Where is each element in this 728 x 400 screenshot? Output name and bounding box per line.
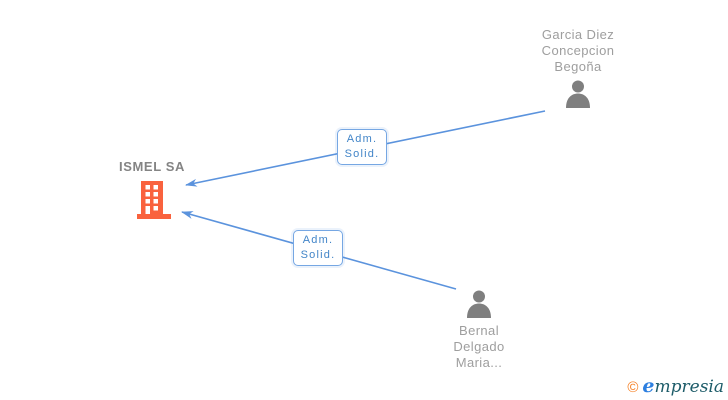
edge-label-adm-solid-2: Adm. Solid. [293,230,343,266]
edge-label-line: Solid. [300,249,336,261]
person-node-bernal[interactable]: Bernal Delgado Maria... [409,289,549,371]
person-name[interactable]: Maria... [455,355,503,370]
person-icon[interactable] [463,289,495,319]
person-name[interactable]: Begoña [554,59,602,74]
empresia-logo[interactable]: ©empresia [627,375,724,397]
edge-label-line: Adm. [302,234,334,246]
brand-name: mpresia [654,377,725,397]
company-name-label[interactable]: ISMEL SA [119,159,185,174]
brand-initial: e [642,375,655,397]
edge-label-line: Adm. [346,133,378,145]
copyright-icon: © [627,379,639,396]
person-name[interactable]: Concepcion [541,43,615,58]
person-name[interactable]: Bernal [459,323,499,338]
company-building-icon[interactable] [135,178,175,225]
person-name[interactable]: Garcia Diez [541,27,615,42]
person-name[interactable]: Delgado [453,339,505,354]
edge-label-adm-solid-1: Adm. Solid. [337,129,387,165]
person-node-garcia[interactable]: Garcia Diez Concepcion Begoña [508,27,648,109]
person-icon[interactable] [562,79,594,109]
edge-label-line: Solid. [344,148,380,160]
